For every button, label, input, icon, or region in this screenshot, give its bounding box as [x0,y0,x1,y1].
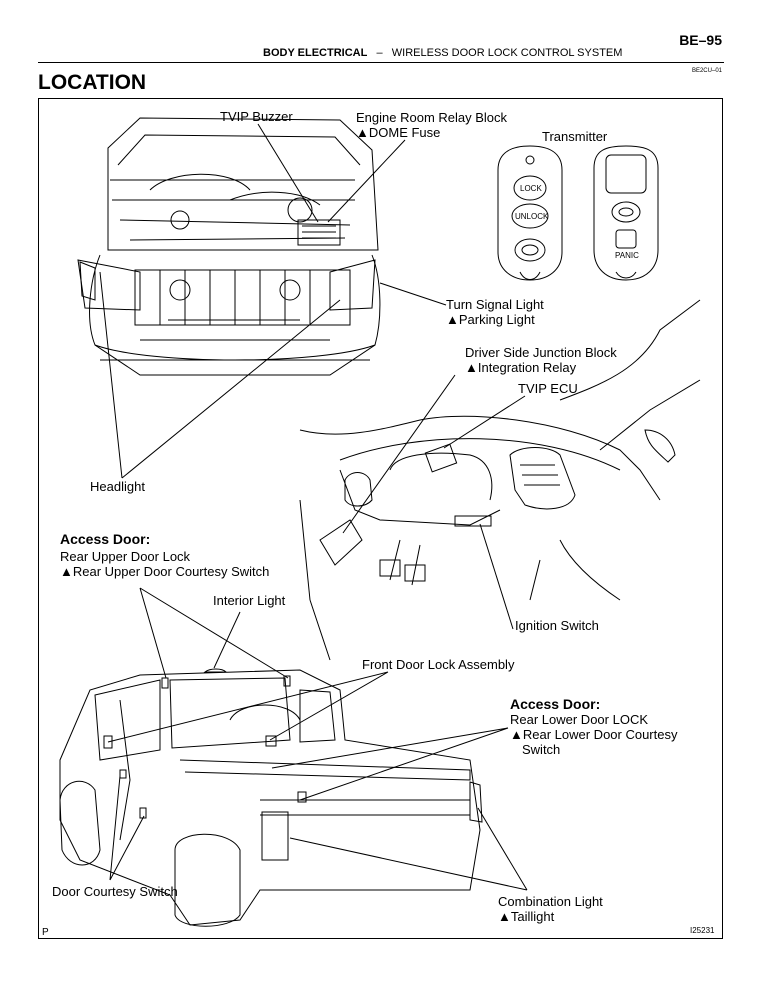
page-title: LOCATION [38,71,147,94]
label-dome-fuse: ▲DOME Fuse [356,125,441,140]
label-engine-relay-block: Engine Room Relay Block [356,110,508,125]
label-taillight: ▲Taillight [498,909,555,924]
header-rule [38,62,724,63]
dashboard-illustration [299,299,701,661]
relay-block-shape [297,219,341,246]
label-access-door-upper: Access Door: [60,531,151,547]
headlight-left-shape [77,259,141,311]
taillight-left-shape [261,811,289,861]
label-integration-relay: ▲Integration Relay [465,360,577,375]
doc-code: BE2CU–01 [691,68,722,74]
transmitter-illustration [497,145,659,281]
label-front-door-lock: Front Door Lock Assembly [362,657,515,672]
label-combination-light: Combination Light [498,894,603,909]
figure-frame [38,98,723,939]
lock-button-label: LOCK [520,184,542,193]
label-tvip-buzzer: TVIP Buzzer [220,109,293,124]
label-rear-lower-courtesy: ▲Rear Lower Door Courtesy [510,727,678,742]
section-name: BODY ELECTRICAL [263,47,368,59]
tvip-ecu-shape [424,443,458,473]
headlight-right-shape [329,259,376,311]
taillight-right-shape [469,781,483,823]
unlock-button-label: UNLOCK [515,212,549,221]
header-separator: – [376,47,383,59]
label-rear-lower-door-lock: Rear Lower Door LOCK [510,712,648,727]
label-access-door-lower: Access Door: [510,696,601,712]
label-door-courtesy-switch: Door Courtesy Switch [52,884,178,899]
label-transmitter: Transmitter [542,129,608,144]
pickup-illustration [59,668,483,927]
panic-button-label: PANIC [615,251,639,260]
label-interior-light: Interior Light [213,593,286,608]
running-header: BODY ELECTRICAL – WIRELESS DOOR LOCK CON… [263,47,622,59]
label-rear-upper-door-lock: Rear Upper Door Lock [60,549,191,564]
page-number: BE–95 [679,32,722,48]
label-turn-signal: Turn Signal Light [446,297,544,312]
junction-block-shape [319,519,363,566]
footer-mark: P [42,927,49,938]
label-driver-junction-block: Driver Side Junction Block [465,345,617,360]
front-truck-illustration [77,117,381,376]
label-parking-light: ▲Parking Light [446,312,535,327]
interior-light-shape [203,668,228,673]
subsection-name: WIRELESS DOOR LOCK CONTROL SYSTEM [391,47,623,59]
label-rear-upper-courtesy: ▲Rear Upper Door Courtesy Switch [60,564,270,579]
label-tvip-ecu: TVIP ECU [518,381,578,396]
leader-lines [99,123,528,891]
label-ignition-switch: Ignition Switch [515,618,599,633]
figure-id: I25231 [690,926,715,935]
label-rear-lower-courtesy-cont: Switch [522,742,561,757]
label-headlight: Headlight [90,479,145,494]
